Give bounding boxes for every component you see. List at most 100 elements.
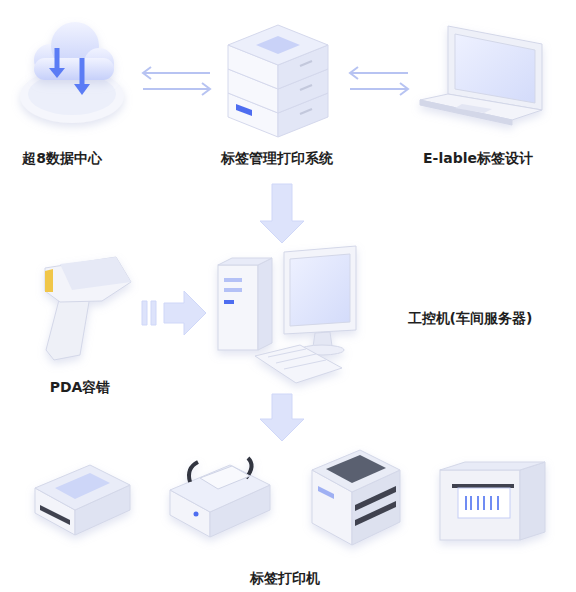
inkjet-printer-icon xyxy=(170,458,270,537)
sync-arrows xyxy=(350,67,408,95)
workshop-server-node: 工控机(车间服务器) xyxy=(210,245,550,390)
node-label: E-lable标签设计 xyxy=(410,148,546,168)
label-printer-icon-part xyxy=(40,505,70,525)
label-printer-node: 标签打印机 xyxy=(25,443,550,590)
server-icon-part xyxy=(228,25,328,65)
node-label: 工控机(车间服务器) xyxy=(395,308,545,328)
computer-icon-part xyxy=(255,345,342,383)
node-label-group: PDA容错 xyxy=(30,377,130,397)
computer-icon-part xyxy=(218,258,272,265)
label-printer-icon-part xyxy=(55,473,110,499)
scanner-icon-part xyxy=(60,257,131,290)
server-icon-part xyxy=(236,104,252,116)
scanner-icon-part xyxy=(46,296,90,360)
barcode-lines-part xyxy=(497,496,499,510)
computer-icon-part xyxy=(284,246,356,334)
industrial-printer-icon-part xyxy=(458,488,510,518)
node-label-group: 超8数据中心 xyxy=(10,148,114,168)
barcode-lines-part xyxy=(465,496,467,510)
industrial-printer-icon-part xyxy=(520,462,545,540)
computer-icon-part xyxy=(224,278,242,282)
block-arrow xyxy=(260,184,304,243)
server-icon-part xyxy=(256,36,300,54)
multifunction-printer-icon-part xyxy=(355,501,396,526)
node-label-group: 标签打印机 xyxy=(185,568,385,588)
label-printer-icon-part xyxy=(35,465,130,510)
print-system-node: 标签管理打印系统 xyxy=(212,20,342,180)
cloud-shape xyxy=(34,22,114,80)
keyboard-keys-part xyxy=(276,354,316,363)
computer-icon-part xyxy=(290,254,350,326)
industrial-printer-icon-part xyxy=(440,462,545,470)
industrial-printer-icon-part xyxy=(440,470,520,540)
multifunction-printer-icon-part xyxy=(326,455,386,483)
inkjet-printer-icon-part xyxy=(170,465,270,512)
node-label-group: 标签管理打印系统 xyxy=(212,148,342,168)
laptop-icon-part xyxy=(455,34,535,103)
label-design-node: E-lable标签设计 xyxy=(410,20,555,170)
node-label: 标签打印机 xyxy=(185,568,385,588)
download-arrows-part xyxy=(55,48,60,70)
multifunction-printer-icon-part xyxy=(312,450,400,492)
computer-icon-part xyxy=(218,265,258,350)
arrow-line xyxy=(143,72,210,74)
server-vents-part xyxy=(300,109,312,114)
laptop-icon xyxy=(420,26,542,125)
computer-icon-part xyxy=(224,300,234,304)
laptop-icon-part xyxy=(455,104,492,113)
cloud-icon xyxy=(20,22,124,123)
flow-arrow xyxy=(260,394,304,441)
computer-icon-part xyxy=(224,288,242,292)
scanner-icon-part xyxy=(45,269,53,292)
arrow-head xyxy=(202,83,210,95)
server-vents-part xyxy=(300,61,312,66)
download-arrows xyxy=(49,48,90,95)
arrow-line xyxy=(350,72,408,74)
computer-icon-part xyxy=(258,258,272,350)
inkjet-printer-icon-part xyxy=(189,462,198,482)
cloud-shape-part xyxy=(34,58,114,80)
inkjet-printer-icon-part xyxy=(194,512,199,517)
server-vents xyxy=(300,61,312,114)
download-arrows-part xyxy=(49,68,65,78)
arrow-line xyxy=(143,88,210,90)
server-vents-part xyxy=(300,85,312,90)
barcode-lines-part xyxy=(470,496,472,510)
data-center-node: 超8数据中心 xyxy=(10,15,135,168)
arrow-bar xyxy=(142,301,147,325)
block-arrow xyxy=(260,394,304,441)
laptop-icon-part xyxy=(420,100,512,125)
industrial-printer-icon-part xyxy=(452,484,514,488)
multifunction-printer-icon-part xyxy=(318,486,334,499)
barcode-lines xyxy=(466,496,498,510)
barcode-lines-part xyxy=(477,496,479,510)
keyboard-keys-part xyxy=(268,349,306,357)
server-icon xyxy=(228,25,328,137)
multifunction-printer-icon xyxy=(312,450,400,545)
node-label: 标签管理打印系统 xyxy=(212,148,342,168)
flow-arrow xyxy=(142,291,206,335)
scanner-icon-part xyxy=(45,257,131,302)
scanner-icon xyxy=(45,257,131,360)
download-arrows-part xyxy=(80,58,85,86)
keyboard-keys xyxy=(268,349,326,369)
industrial-printer-icon xyxy=(440,462,545,540)
block-arrow xyxy=(164,291,206,335)
label-printer-icon xyxy=(35,465,130,535)
barcode-lines-part xyxy=(490,496,492,510)
sync-arrows xyxy=(143,67,210,95)
node-label-group: E-lable标签设计 xyxy=(410,148,546,168)
arrow-head xyxy=(143,67,151,79)
computer-icon xyxy=(218,246,356,383)
node-label: PDA容错 xyxy=(30,377,130,397)
node-label: 超8数据中心 xyxy=(10,148,114,168)
arrow-head xyxy=(350,67,358,79)
arrow-bar xyxy=(151,301,156,325)
flow-arrow xyxy=(260,184,304,243)
download-arrows-part xyxy=(74,84,90,95)
barcode-lines-part xyxy=(483,496,485,510)
